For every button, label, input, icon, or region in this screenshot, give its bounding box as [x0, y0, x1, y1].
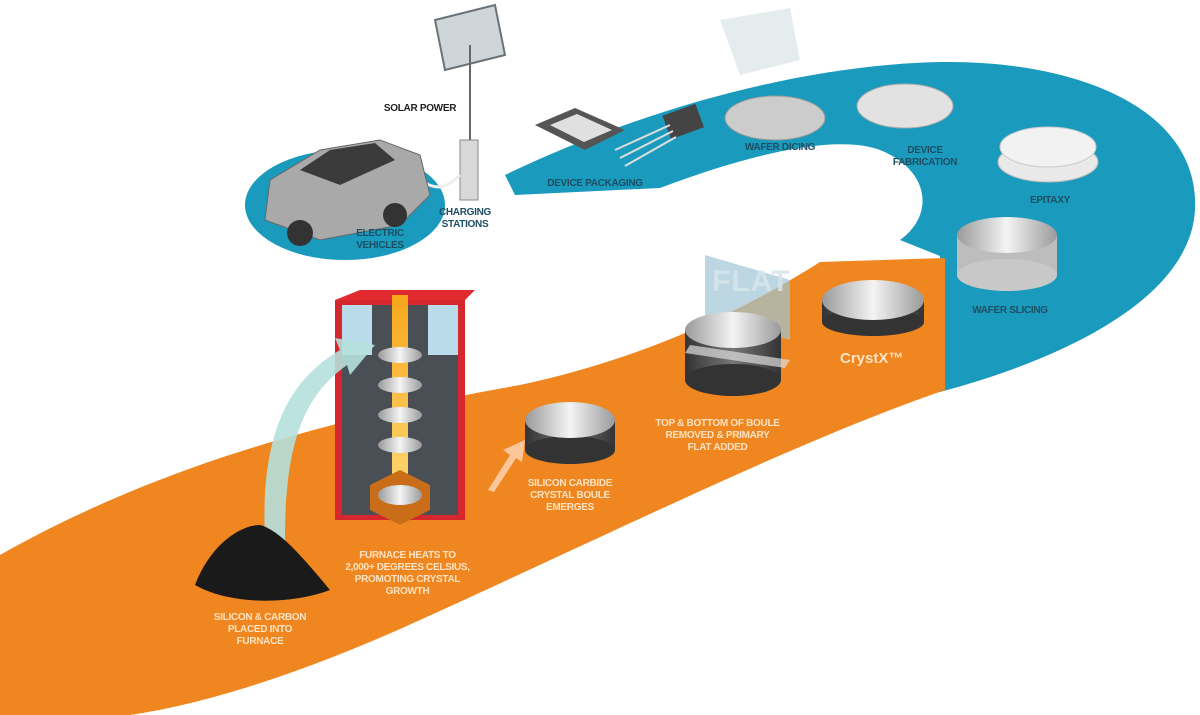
label-silicon-carbon: SILICON & CARBON PLACED INTO FURNACE: [213, 612, 307, 647]
label-crystx: CrystX™: [840, 350, 904, 367]
label-epitaxy: EPITAXY: [1030, 195, 1070, 206]
label-top-bottom-removed: TOP & BOTTOM OF BOULE REMOVED & PRIMARY …: [655, 418, 780, 453]
epitaxy-wafer-icon: [997, 126, 1099, 183]
solar-panel-icon: [433, 3, 507, 140]
furnace-icon: [335, 290, 475, 525]
electric-car-icon: [264, 139, 431, 246]
transistor-icon: [614, 103, 704, 167]
crystx-wafer-icon: [822, 280, 924, 336]
orange-process-path: [0, 258, 945, 715]
label-device-packaging: DEVICE PACKAGING: [547, 178, 643, 189]
chip-icon: [535, 108, 625, 150]
crystal-boule-icon: [525, 402, 615, 464]
label-electric-vehicles: ELECTRIC VEHICLES: [356, 228, 404, 251]
feed-arrow-icon: [264, 338, 375, 540]
flat-boule-icon: [685, 312, 790, 396]
label-wafer-dicing: WAFER DICING: [744, 142, 816, 153]
label-flat: FLAT: [712, 265, 791, 298]
powder-pile-icon: [195, 525, 330, 601]
label-solar-power: SOLAR POWER: [383, 103, 457, 114]
label-charging-stations: CHARGING STATIONS: [438, 207, 492, 230]
wafer-dicing-icon: [720, 8, 826, 141]
label-device-fabrication: DEVICE FABRICATION: [892, 145, 958, 168]
label-wafer-slicing: WAFER SLICING: [972, 305, 1048, 316]
label-boule-emerges: SILICON CARBIDE CRYSTAL BOULE EMERGES: [527, 478, 613, 513]
label-furnace-heats: FURNACE HEATS TO 2,000+ DEGREES CELSIUS,…: [345, 550, 470, 597]
arrow-to-boule-icon: [488, 440, 525, 492]
wafer-stack-icon: [957, 217, 1057, 291]
device-fabrication-wafer-icon: [856, 83, 954, 129]
